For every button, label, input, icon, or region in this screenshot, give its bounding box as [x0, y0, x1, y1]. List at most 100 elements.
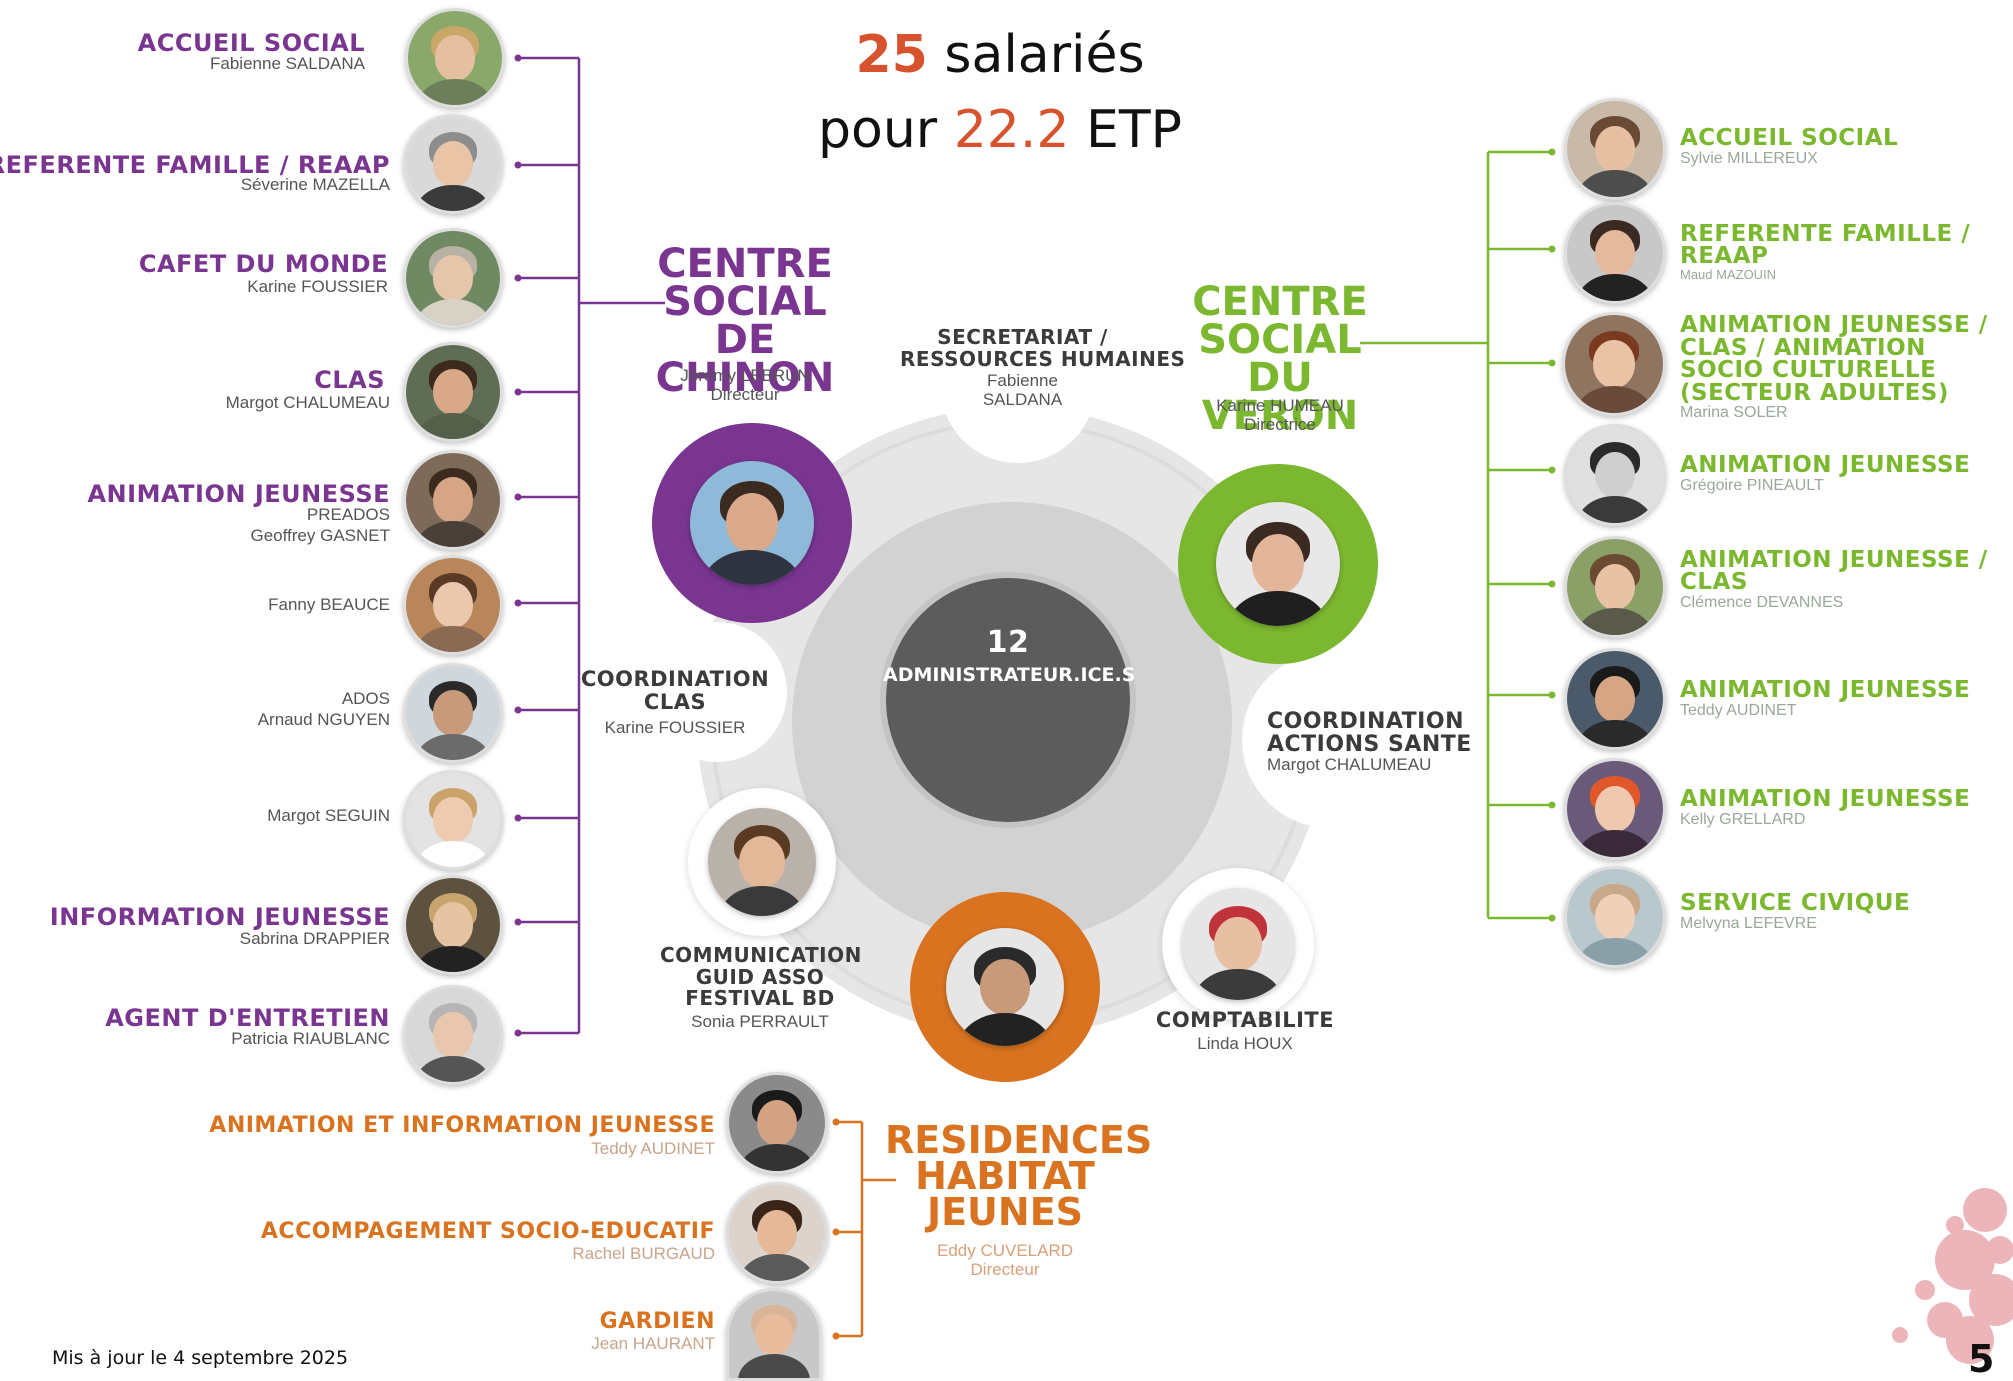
rhj-staff-avatar: [726, 1072, 828, 1174]
veron-staff-entry: REFERENTE FAMILLE / REAAP Maud MAZOUIN: [1680, 221, 1971, 282]
chinon-staff-title: CLAS: [314, 366, 385, 394]
communication-avatar: [708, 808, 816, 916]
chinon-staff-name: Karine FOUSSIER: [247, 277, 388, 296]
chinon-staff-avatar: [403, 114, 503, 214]
veron-staff-avatar: [1564, 648, 1666, 750]
chinon-staff-name: Patricia RIAUBLANC: [231, 1029, 390, 1048]
chinon-staff-name: Margot SEGUIN: [267, 806, 390, 825]
chinon-director-ring: [652, 423, 852, 623]
chinon-staff-title: REFERENTE FAMILLE / REAAP: [0, 151, 390, 179]
veron-staff-avatar: [1564, 758, 1666, 860]
communication-title-line: COMMUNICATION: [660, 943, 862, 967]
secretariat-name-line: Fabienne: [987, 371, 1058, 390]
secretariat-name-line: SALDANA: [982, 389, 1063, 409]
veron-staff-title: ANIMATION JEUNESSE: [1680, 677, 1971, 703]
chinon-director-name: Jérémy LEBRUN: [680, 366, 810, 385]
rhj-staff-name: Jean HAURANT: [591, 1334, 715, 1353]
rhj-staff-title: ANIMATION ET INFORMATION JEUNESSE: [209, 1113, 715, 1138]
etp-label: ETP: [1069, 100, 1182, 161]
coord-sante-title: COORDINATION ACTIONS SANTE: [1267, 710, 1472, 756]
veron-staff-avatar: [1564, 202, 1666, 304]
communication-name: Sonia PERRAULT: [691, 1012, 829, 1031]
rhj-staff-avatar: [726, 1288, 822, 1381]
veron-staff-entry: ANIMATION JEUNESSE Teddy AUDINET: [1680, 679, 1970, 720]
comptabilite-ring: [1162, 868, 1314, 1020]
chinon-staff-name: Fanny BEAUCE: [268, 595, 390, 614]
chinon-title-line: SOCIAL: [663, 279, 827, 325]
rhj-director-ring: [910, 892, 1100, 1082]
veron-staff-entry: SERVICE CIVIQUE Melvyna LEFEVRE: [1680, 892, 1910, 933]
veron-staff-name: Teddy AUDINET: [1680, 702, 1797, 719]
comptabilite-avatar: [1182, 888, 1294, 1000]
rhj-connector-dots: [832, 1118, 840, 1340]
veron-staff-title: CLAS / ANIMATION: [1680, 334, 1926, 361]
headline-line-2: pour 22.2 ETP: [790, 93, 1210, 168]
chinon-staff-name: Sabrina DRAPPIER: [239, 929, 390, 948]
rhj-title-line: JEUNES: [926, 1190, 1084, 1235]
rhj-director-role: Directeur: [970, 1259, 1040, 1279]
hub-text: 12 ADMINISTRATEUR.ICE.S: [883, 625, 1136, 686]
chinon-connector-dots: [514, 54, 522, 1037]
secretariat-title-line: SECRETARIAT /: [937, 325, 1108, 349]
veron-staff-title: CLAS: [1680, 568, 1748, 595]
veron-staff-name: Sylvie MILLEREUX: [1680, 150, 1818, 167]
chinon-staff-name: Geoffrey GASNET: [250, 526, 390, 545]
coord-clas-title: COORDINATION CLAS: [580, 667, 770, 715]
employee-label: salariés: [927, 25, 1145, 85]
chinon-title-line: CENTRE: [657, 241, 833, 287]
veron-staff-name: Melvyna LEFEVRE: [1680, 915, 1817, 932]
veron-staff-avatar: [1564, 536, 1666, 638]
veron-staff-title: REFERENTE FAMILLE /: [1680, 221, 1971, 247]
veron-staff-title: ANIMATION JEUNESSE /: [1680, 312, 1988, 338]
veron-staff-entry: ANIMATION JEUNESSE / CLAS Clémence DEVAN…: [1680, 549, 1988, 611]
coord-clas-title-line: CLAS: [643, 690, 707, 715]
veron-staff-title: SERVICE CIVIQUE: [1680, 890, 1911, 916]
veron-staff-avatar: [1562, 312, 1666, 416]
comptabilite-name: Linda HOUX: [1197, 1034, 1293, 1053]
chinon-staff-avatar: [403, 342, 503, 442]
chinon-director-role: Directeur: [710, 384, 780, 404]
veron-staff-entry: ACCUEIL SOCIAL Sylvie MILLEREUX: [1680, 127, 1898, 168]
rhj-director-avatar: [946, 928, 1064, 1046]
gear-notch: [1242, 652, 1418, 828]
coord-sante-title-line: ACTIONS SANTE: [1267, 732, 1472, 758]
veron-director-avatar: [1216, 502, 1340, 626]
hub-circle: [880, 572, 1136, 828]
secretariat-name: Fabienne SALDANA: [900, 371, 1145, 409]
secretariat-title-line: RESSOURCES HUMAINES: [900, 347, 1186, 371]
rhj-staff-avatar: [726, 1182, 828, 1284]
update-date: Mis à jour le 4 septembre 2025: [52, 1347, 349, 1369]
chinon-staff-title: ACCUEIL SOCIAL: [137, 29, 365, 57]
chinon-director: Jérémy LEBRUN Directeur: [640, 366, 850, 404]
chinon-staff-avatar: [403, 875, 503, 975]
coord-clas-name: Karine FOUSSIER: [604, 718, 746, 737]
coord-sante-title-line: COORDINATION: [1267, 709, 1464, 734]
rhj-staff-name: Teddy AUDINET: [591, 1139, 715, 1158]
veron-director-role: Directrice: [1244, 414, 1316, 434]
admin-count: 12: [986, 625, 1030, 660]
veron-staff-title: ANIMATION JEUNESSE: [1680, 786, 1971, 812]
veron-staff-entry: ANIMATION JEUNESSE Grégoire PINEAULT: [1680, 454, 1970, 495]
coord-clas-title-line: COORDINATION: [580, 667, 770, 691]
comptabilite-title: COMPTABILITE: [1155, 1008, 1335, 1032]
veron-staff-title: ACCUEIL SOCIAL: [1680, 125, 1899, 151]
veron-staff-name: Kelly GRELLARD: [1680, 811, 1806, 828]
veron-connector-dots: [1548, 148, 1556, 922]
admin-label: ADMINISTRATEUR.ICE.S: [883, 664, 1136, 686]
chinon-staff-avatar: [403, 555, 503, 655]
chinon-staff-avatar: [403, 985, 503, 1085]
veron-staff-avatar: [1564, 98, 1666, 200]
veron-staff-name: Clémence DEVANNES: [1680, 593, 1844, 611]
chinon-staff-title: ANIMATION JEUNESSE: [87, 480, 390, 508]
etp-prefix: pour: [818, 100, 954, 161]
veron-staff-entry: ANIMATION JEUNESSE / CLAS / ANIMATION SO…: [1680, 314, 1988, 422]
chinon-staff-extra: ADOS: [341, 689, 390, 708]
chinon-connectors: [518, 56, 665, 1035]
rhj-director: Eddy CUVELARD Directeur: [885, 1241, 1125, 1279]
secretariat-title: SECRETARIAT / RESSOURCES HUMAINES: [900, 325, 1186, 371]
etp-count: 22.2: [953, 100, 1070, 161]
veron-staff-title: (SECTEUR ADULTES): [1680, 379, 1949, 406]
veron-title: CENTRE SOCIAL DU VERON: [1175, 282, 1385, 436]
rhj-title-line: RESIDENCES: [885, 1118, 1153, 1162]
